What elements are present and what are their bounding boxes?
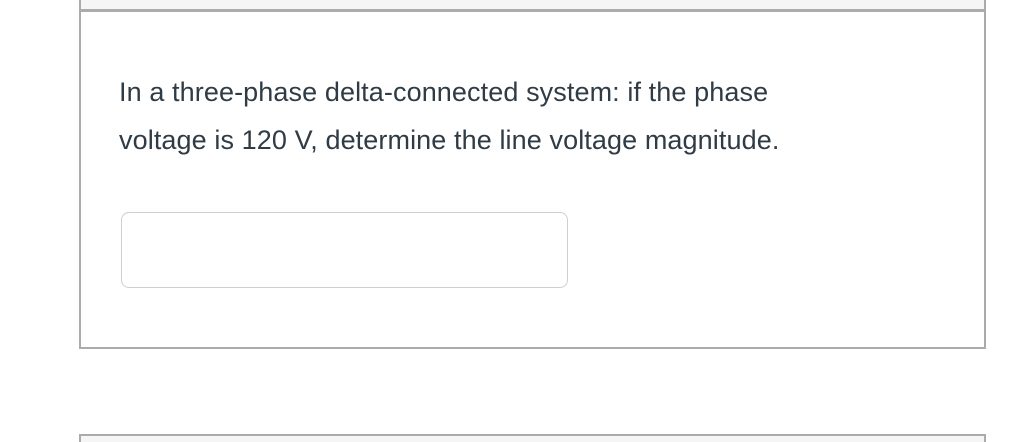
answer-input[interactable] bbox=[121, 212, 568, 288]
next-question-card-partial bbox=[79, 434, 986, 442]
previous-question-card-partial bbox=[79, 0, 986, 12]
question-text-line-2: voltage is 120 V, determine the line vol… bbox=[119, 125, 780, 155]
question-text-line-1: In a three-phase delta-connected system:… bbox=[119, 77, 769, 107]
question-card: In a three-phase delta-connected system:… bbox=[79, 12, 986, 349]
question-text: In a three-phase delta-connected system:… bbox=[119, 68, 779, 164]
